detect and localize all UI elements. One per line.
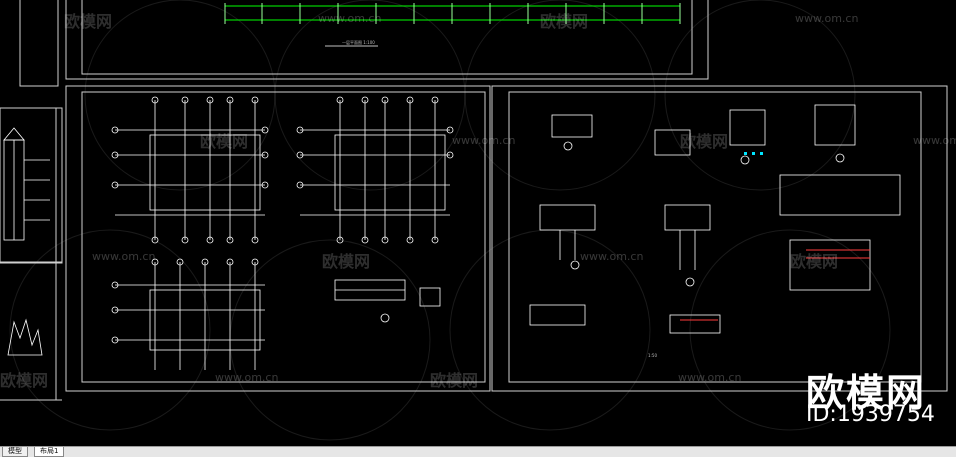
cad-drawing-canvas[interactable]: 一层平面图 1:100 1:50 欧模网 www.om.cn 欧模网 www.o… <box>0 0 956 446</box>
watermark-url: www.om.cn <box>318 12 382 25</box>
watermark-url: www.om.cn <box>92 250 156 263</box>
watermark-url: www.om.cn <box>913 134 956 147</box>
watermark-brand: 欧模网 <box>430 371 479 390</box>
watermark-url: www.om.cn <box>678 371 742 384</box>
drawing-linework <box>0 0 948 441</box>
plan-title: 一层平面图 1:100 <box>342 40 375 45</box>
watermark-brand: 欧模网 <box>540 12 589 31</box>
watermark-brand: 欧模网 <box>200 132 249 151</box>
watermark-brand: 欧模网 <box>680 132 729 151</box>
watermark-logo-text: 欧模网 <box>806 371 927 415</box>
watermark-brand: 欧模网 <box>790 252 839 271</box>
layout-tab-bar: 模型 布局1 <box>0 446 956 457</box>
watermark-url: www.om.cn <box>580 250 644 263</box>
watermark-brand: 欧模网 <box>0 371 49 390</box>
watermark-brand: 欧模网 <box>64 12 113 31</box>
watermark-brand: 欧模网 <box>322 252 371 271</box>
watermark-id: ID:1939754 <box>806 402 935 427</box>
watermark-url: www.om.cn <box>795 12 859 25</box>
watermark-url: www.om.cn <box>452 134 516 147</box>
detail-scale-label: 1:50 <box>648 353 657 358</box>
watermark-url: www.om.cn <box>215 371 279 384</box>
